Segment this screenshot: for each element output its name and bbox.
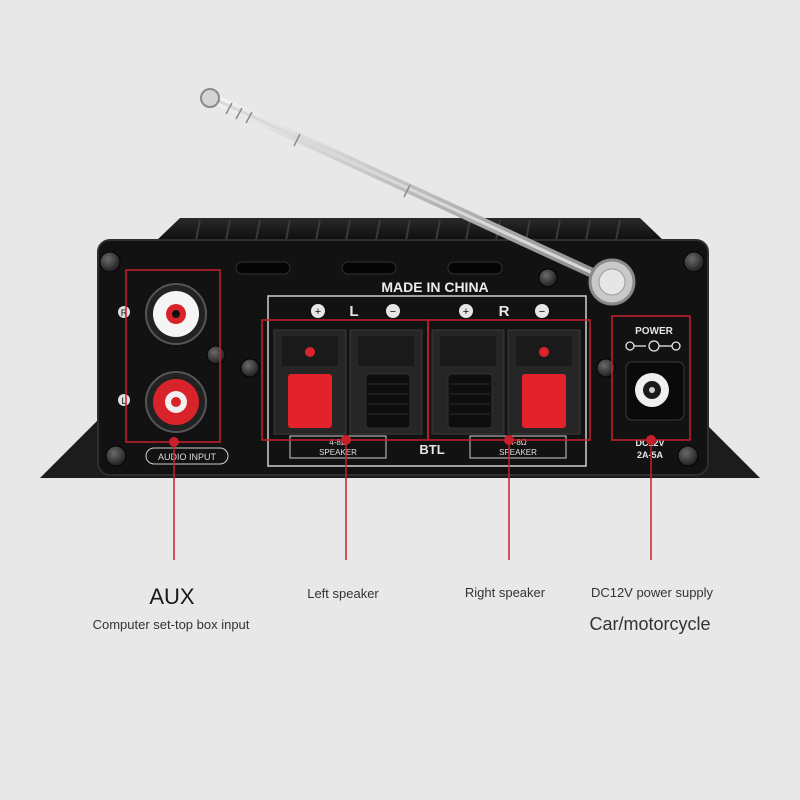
right-speaker-callout: Right speaker xyxy=(465,585,546,600)
right-minus-marker: − xyxy=(539,306,545,318)
right-speaker-ohm-label: 4-8Ω xyxy=(509,438,527,447)
speaker-terminal-block: MADE IN CHINA + L − + R − 4-8Ω xyxy=(267,279,587,467)
rca-left-label: L xyxy=(121,396,126,406)
left-speaker-ohm-label: 4-8Ω xyxy=(329,438,347,447)
telescopic-antenna xyxy=(200,88,636,306)
right-speaker-panel-label: SPEAKER xyxy=(499,448,537,457)
audio-input-label: AUDIO INPUT xyxy=(158,452,217,462)
right-channel-label: R xyxy=(499,303,510,320)
right-plus-marker: + xyxy=(463,306,469,318)
left-minus-marker: − xyxy=(390,306,396,318)
dc-current-label: 2A-5A xyxy=(637,450,664,460)
power-callout-subtitle: Car/motorcycle xyxy=(589,614,710,634)
left-plus-marker: + xyxy=(315,306,321,318)
left-speaker-panel-label: SPEAKER xyxy=(319,448,357,457)
mounting-screws xyxy=(99,251,705,467)
made-in-label: MADE IN CHINA xyxy=(381,279,488,295)
aux-callout-title: AUX xyxy=(149,584,195,609)
rca-input-jacks: R L AUDIO INPUT xyxy=(118,283,229,465)
power-label: POWER xyxy=(635,326,674,337)
callout-dots xyxy=(169,435,656,447)
left-speaker-callout: Left speaker xyxy=(307,586,379,601)
aux-callout-subtitle: Computer set-top box input xyxy=(93,617,250,632)
power-callout-title: DC12V power supply xyxy=(591,585,714,600)
left-channel-label: L xyxy=(349,303,358,320)
power-input: POWER DC12V 2A-5A xyxy=(625,326,685,460)
rca-right-label: R xyxy=(121,308,128,318)
dc-polarity-icon xyxy=(625,340,681,352)
callout-lines xyxy=(173,440,652,560)
btl-label: BTL xyxy=(419,442,444,457)
